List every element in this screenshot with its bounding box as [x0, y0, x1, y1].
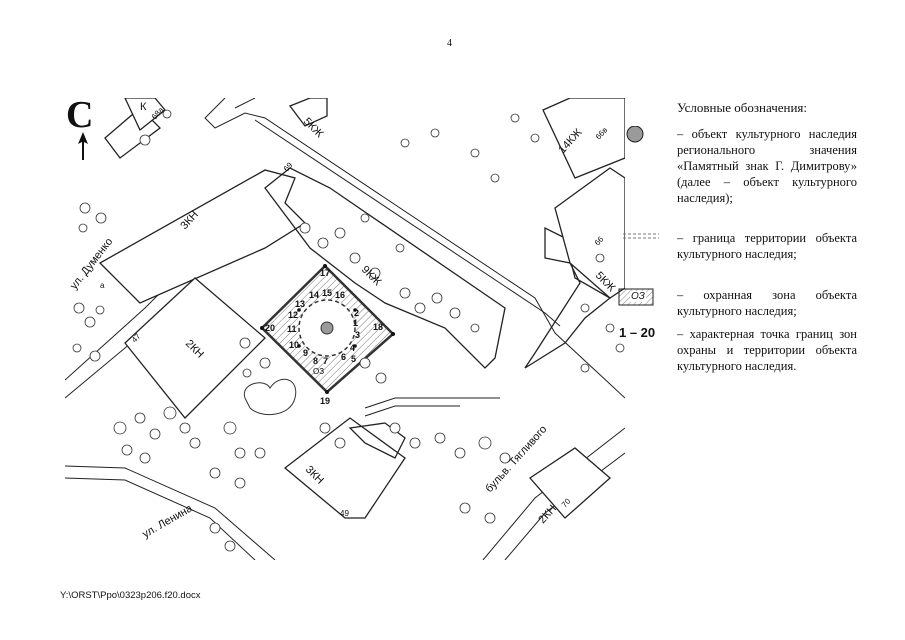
boundary-points	[260, 264, 395, 394]
svg-text:5: 5	[351, 354, 356, 364]
svg-text:7: 7	[323, 356, 328, 366]
label-street-lenina: ул. Ленина	[141, 502, 196, 541]
svg-text:18: 18	[373, 322, 383, 332]
page-number: 4	[447, 38, 452, 49]
legend-text: – граница территории объекта культурного…	[677, 231, 857, 261]
svg-text:10: 10	[289, 340, 299, 350]
building-66	[554, 167, 625, 299]
svg-text:4: 4	[350, 343, 355, 353]
svg-text:19: 19	[320, 396, 330, 406]
legend-text: – объект культурного наследия региональн…	[677, 127, 857, 205]
building-2kn-2	[529, 447, 611, 519]
svg-text:6: 6	[341, 352, 346, 362]
svg-text:1: 1	[353, 318, 358, 328]
label-a: а	[100, 281, 105, 290]
point-labels: 1 2 3 4 5 6 7 8 9 10 11 12 13 14 15 16 1…	[265, 268, 383, 406]
svg-text:3: 3	[355, 330, 360, 340]
territory-boundary-icon	[617, 230, 675, 250]
boundary-point-icon: 1 – 20	[617, 325, 675, 346]
svg-text:16: 16	[335, 290, 345, 300]
svg-text:9: 9	[303, 348, 308, 358]
svg-text:12: 12	[288, 310, 298, 320]
legend-text: – характерная точка границ зон охраны и …	[677, 327, 857, 373]
svg-text:8: 8	[313, 356, 318, 366]
building-5kzh	[288, 98, 328, 127]
heritage-object-icon	[617, 125, 675, 146]
legend-title: Условные обозначения:	[677, 100, 808, 115]
building-2kn	[124, 277, 266, 419]
svg-text:15: 15	[322, 288, 332, 298]
building-3kn-2	[283, 417, 406, 519]
svg-text:20: 20	[265, 323, 275, 333]
north-letter: С	[66, 94, 94, 136]
building-9kzh-outline	[264, 167, 506, 369]
label-49: 49	[340, 509, 349, 518]
label-k: К	[140, 101, 147, 113]
trees	[72, 109, 625, 552]
heritage-object-circle	[320, 321, 334, 335]
label-5kzh: 5КЖ	[301, 116, 326, 141]
label-9kzh: 9КЖ	[359, 264, 384, 289]
oz-label: ОЗ	[630, 291, 646, 302]
pond	[243, 378, 297, 416]
svg-text:17: 17	[320, 268, 330, 278]
north-arrow: С	[66, 96, 100, 160]
label-69: 69	[282, 160, 295, 173]
svg-text:13: 13	[295, 299, 305, 309]
point-range-label: 1 – 20	[619, 325, 656, 340]
svg-text:11: 11	[287, 324, 297, 334]
footer-file-path: Y:\ORST\Ppo\0323p206.f20.docx	[60, 590, 201, 601]
label-oz-map: ОЗ	[313, 367, 324, 376]
building-3kn	[98, 169, 307, 304]
arrow-up-icon	[78, 132, 88, 160]
map: ул. Думенко ул. Ленина бульв. Тягливого …	[65, 98, 625, 560]
building-14kzh	[542, 98, 625, 179]
site-plan: ул. Думенко ул. Ленина бульв. Тягливого …	[65, 98, 625, 560]
legend-text: – охранная зона объекта культурного насл…	[677, 288, 857, 318]
svg-text:14: 14	[309, 290, 319, 300]
svg-text:2: 2	[354, 308, 359, 318]
building-5kzh-2	[524, 226, 612, 369]
protection-zone-icon: ОЗ	[617, 287, 675, 307]
